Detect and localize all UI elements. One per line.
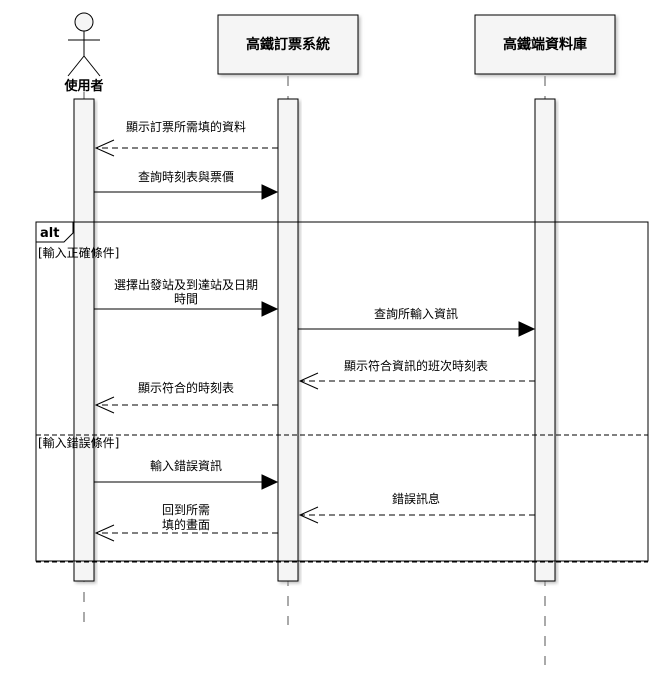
activation-db [534, 98, 556, 582]
filled-arrowhead-icon [261, 301, 279, 317]
message-1-label: 顯示訂票所需填的資料 [126, 119, 246, 134]
message-8-label: 錯誤訊息 [392, 491, 440, 506]
alt-tag-label: alt [40, 226, 59, 241]
alt-tag-pentagon [35, 221, 74, 243]
guard-error: [輸入錯誤條件] [38, 435, 119, 450]
filled-arrowhead-icon [261, 184, 279, 200]
open-arrowhead-icon [94, 139, 115, 157]
filled-arrowhead-icon [518, 321, 536, 337]
open-arrowhead-icon [94, 396, 115, 414]
message-8: 錯誤訊息 [298, 491, 535, 524]
actor-user: 使用者 [63, 12, 104, 94]
guard-correct: [輸入正確條件] [38, 245, 119, 260]
actor-system-label: 高鐵訂票系統 [246, 36, 330, 53]
stick-figure-icon [67, 12, 101, 77]
message-6-label: 顯示符合的時刻表 [138, 380, 234, 395]
message-3-label: 選擇出發站及到達站及日期 [114, 277, 258, 292]
message-4-label: 查詢所輸入資訊 [374, 306, 458, 321]
message-9-label-line2: 填的畫面 [162, 517, 210, 532]
actor-user-label: 使用者 [63, 78, 103, 94]
open-arrowhead-icon [298, 506, 319, 524]
actor-system: 高鐵訂票系統 [217, 14, 359, 75]
open-arrowhead-icon [298, 372, 319, 390]
message-3-label-line2: 時間 [174, 292, 198, 306]
message-2-label: 查詢時刻表與票價 [138, 169, 234, 184]
open-arrowhead-icon [94, 524, 115, 542]
message-4: 查詢所輸入資訊 [298, 306, 536, 337]
message-5: 顯示符合資訊的班次時刻表 [298, 358, 535, 390]
message-7-label: 輸入錯誤資訊 [150, 458, 222, 473]
message-5-label: 顯示符合資訊的班次時刻表 [344, 358, 488, 373]
actor-db: 高鐵端資料庫 [474, 14, 616, 75]
message-3: 選擇出發站及到達站及日期 時間 [94, 277, 279, 317]
message-9: 回到所需 填的畫面 [94, 503, 278, 542]
filled-arrowhead-icon [261, 474, 279, 490]
message-9-label: 回到所需 [162, 503, 210, 517]
activation-user [73, 98, 95, 582]
message-7: 輸入錯誤資訊 [94, 458, 279, 490]
message-1: 顯示訂票所需填的資料 [94, 119, 278, 157]
alt-fragment: alt [輸入正確條件] [輸入錯誤條件] [35, 221, 649, 563]
activation-system [277, 98, 299, 582]
actor-db-label: 高鐵端資料庫 [503, 36, 587, 53]
message-2: 查詢時刻表與票價 [94, 169, 279, 200]
message-6: 顯示符合的時刻表 [94, 380, 278, 414]
